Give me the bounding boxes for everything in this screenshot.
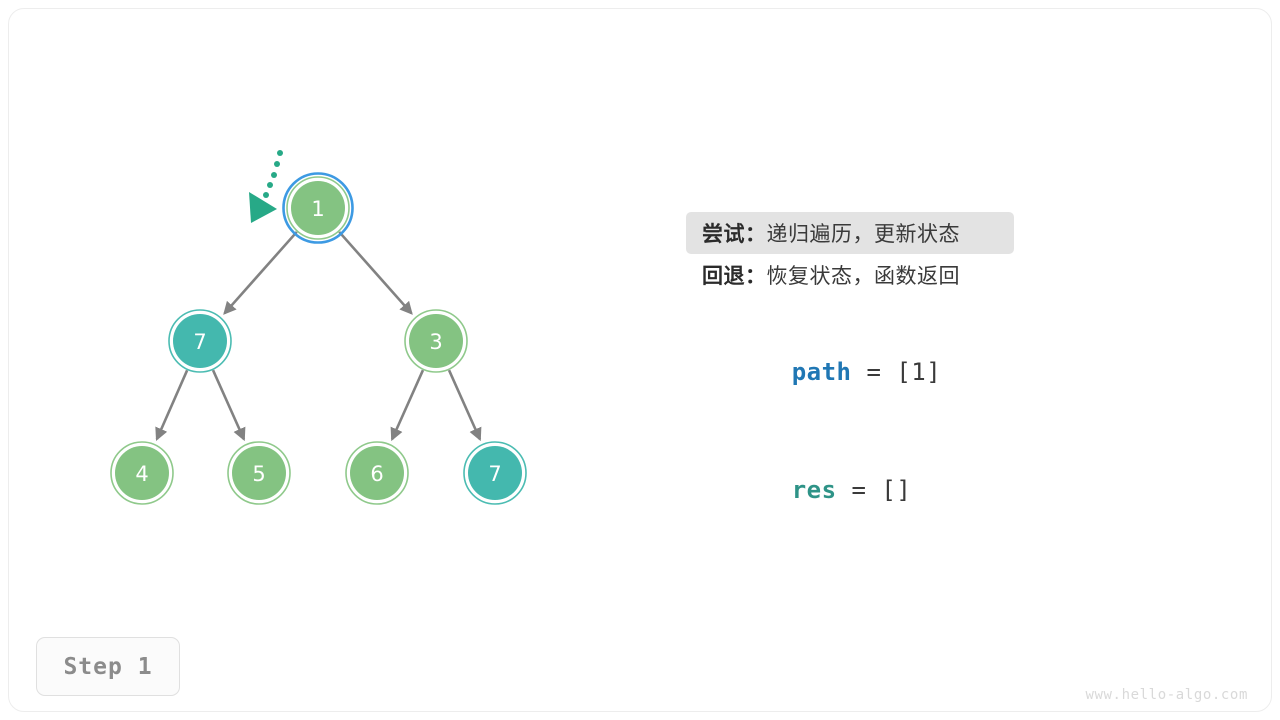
node-outer-ring	[227, 441, 291, 505]
tree-edge	[447, 369, 482, 442]
tree-node-5[interactable]: 5	[227, 441, 291, 505]
tree-node-3[interactable]: 3	[404, 309, 468, 373]
node-circle	[232, 446, 286, 500]
variable-path-name: path	[791, 358, 852, 386]
tree-edge	[155, 369, 189, 442]
description-row-try: 尝试： 递归遍历，更新状态	[686, 212, 1014, 254]
tree-node-6[interactable]: 6	[345, 441, 409, 505]
node-outer-ring	[168, 309, 232, 373]
tree-node-7[interactable]: 7	[168, 309, 232, 373]
pointer-trail-dot	[271, 172, 277, 178]
traversal-pointer-icon	[249, 150, 283, 223]
node-circle	[291, 181, 345, 235]
node-circle	[409, 314, 463, 368]
node-selection-ring	[282, 172, 354, 244]
variable-res-name: res	[791, 476, 837, 504]
tree-node-7[interactable]: 7	[463, 441, 527, 505]
node-circle	[350, 446, 404, 500]
node-label: 6	[370, 462, 383, 486]
variable-res-value: = []	[836, 476, 912, 504]
description-value-try: 递归遍历，更新状态	[766, 223, 960, 246]
tree-edge	[338, 231, 413, 315]
node-circle	[468, 446, 522, 500]
tree-edge	[223, 231, 298, 315]
description-key-try: 尝试：	[702, 223, 767, 246]
tree-node-1[interactable]: 1	[282, 172, 354, 244]
variable-res: res = []	[702, 448, 911, 532]
state-panel: 尝试： 递归遍历，更新状态 回退： 恢复状态，函数返回 path = [1] r…	[686, 212, 1246, 504]
node-outer-ring	[286, 176, 350, 240]
tree-edge	[390, 369, 425, 442]
node-circle	[173, 314, 227, 368]
tree-edges	[155, 231, 482, 442]
node-label: 3	[429, 330, 442, 354]
node-outer-ring	[463, 441, 527, 505]
step-badge: Step 1	[36, 637, 180, 696]
pointer-trail-dot	[267, 182, 273, 188]
node-label: 7	[488, 462, 501, 486]
variable-path: path = [1]	[702, 330, 941, 414]
description-value-backtrack: 恢复状态，函数返回	[766, 265, 960, 288]
pointer-triangle-icon	[249, 192, 277, 223]
tree-edge	[211, 369, 246, 442]
node-outer-ring	[404, 309, 468, 373]
node-outer-ring	[110, 441, 174, 505]
tree-nodes: 1 7 3 4 5 6 7	[110, 172, 527, 505]
description-row-backtrack: 回退： 恢复状态，函数返回	[686, 254, 1014, 296]
node-label: 1	[311, 197, 324, 221]
pointer-trail-dot	[274, 161, 280, 167]
description-key-backtrack: 回退：	[702, 265, 767, 288]
pointer-trail-dot	[263, 192, 269, 198]
pointer-trail-dot	[277, 150, 283, 156]
tree-node-4[interactable]: 4	[110, 441, 174, 505]
watermark: www.hello-algo.com	[1085, 687, 1248, 703]
step-badge-label: Step 1	[63, 653, 153, 680]
node-label: 7	[193, 330, 206, 354]
variable-path-value: = [1]	[851, 358, 942, 386]
node-circle	[115, 446, 169, 500]
node-label: 4	[135, 462, 148, 486]
node-outer-ring	[345, 441, 409, 505]
node-label: 5	[252, 462, 265, 486]
